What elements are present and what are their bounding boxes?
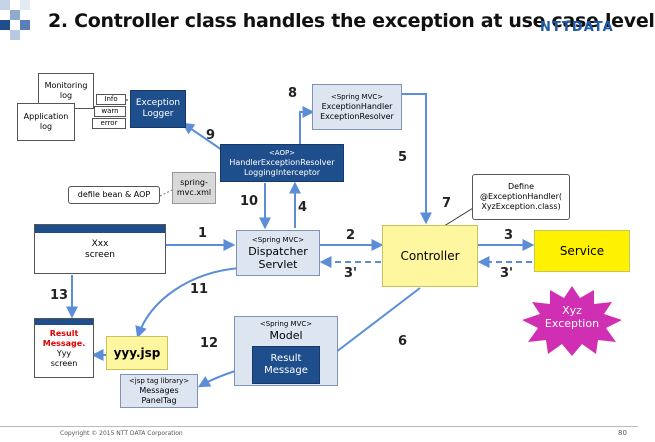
- handler-exception-resolver-logging-interceptor: <AOP> HandlerExceptionResolver LoggingIn…: [220, 144, 344, 182]
- log-level-info: Info: [96, 94, 126, 105]
- step-9: 9: [206, 128, 216, 143]
- screen-titlebar: [35, 225, 165, 233]
- xxx-screen: Xxx screen: [34, 224, 166, 274]
- result-screen-titlebar: [35, 319, 93, 325]
- diagram-arrows: [66, 93, 535, 388]
- page-number: 80: [618, 429, 627, 437]
- step-4: 4: [298, 200, 308, 215]
- yyy-label: Yyy: [56, 349, 72, 358]
- yyy-jsp: yyy.jsp: [106, 336, 168, 370]
- step-1: 1: [198, 226, 208, 241]
- step-7: 7: [442, 196, 452, 211]
- brand-logo: NTTDATA: [540, 20, 614, 35]
- define-bean-aop-note: defile bean & AOP: [68, 186, 160, 204]
- step-5: 5: [398, 150, 408, 165]
- step-13: 13: [50, 288, 69, 303]
- exception-handler-exception-resolver: <Spring MVC> ExceptionHandler ExceptionR…: [312, 84, 402, 130]
- log-level-warn: warn: [94, 106, 126, 117]
- step-3: 3: [504, 228, 514, 243]
- xxx-screen-label: Xxx: [91, 239, 109, 249]
- controller: Controller: [382, 225, 478, 287]
- footer-divider: [0, 426, 638, 427]
- step-11: 11: [190, 282, 209, 297]
- step-3-prime-b: 3': [500, 266, 514, 281]
- step-10: 10: [240, 194, 259, 209]
- service: Service: [534, 230, 630, 272]
- xxx-screen-sublabel: screen: [85, 250, 115, 260]
- step-3-prime-a: 3': [344, 266, 358, 281]
- screen-label: screen: [50, 359, 78, 368]
- step-2: 2: [346, 228, 356, 243]
- page-title: 2. Controller class handles the exceptio…: [48, 10, 655, 32]
- result-message-text: Result: [49, 329, 79, 338]
- step-8: 8: [288, 86, 298, 101]
- spring-mvc-xml-file: spring-mvc.xml: [172, 172, 216, 204]
- step-6: 6: [398, 334, 408, 349]
- dispatcher-servlet: <Spring MVC> Dispatcher Servlet: [236, 230, 320, 276]
- result-message-text-2: Message.: [42, 339, 86, 348]
- xyz-exception-burst: [522, 286, 622, 356]
- footer-copyright: Copyright © 2015 NTT DATA Corporation: [60, 430, 183, 437]
- messages-panel-tag: <jsp tag library> Messages PanelTag: [120, 374, 198, 408]
- log-level-error: error: [92, 118, 126, 129]
- define-exception-handler-note: Define @ExceptionHandler( XyzException.c…: [472, 174, 570, 220]
- step-12: 12: [200, 336, 219, 351]
- corner-decoration: [0, 0, 30, 40]
- result-screen: Result Message. Yyy screen: [34, 318, 94, 378]
